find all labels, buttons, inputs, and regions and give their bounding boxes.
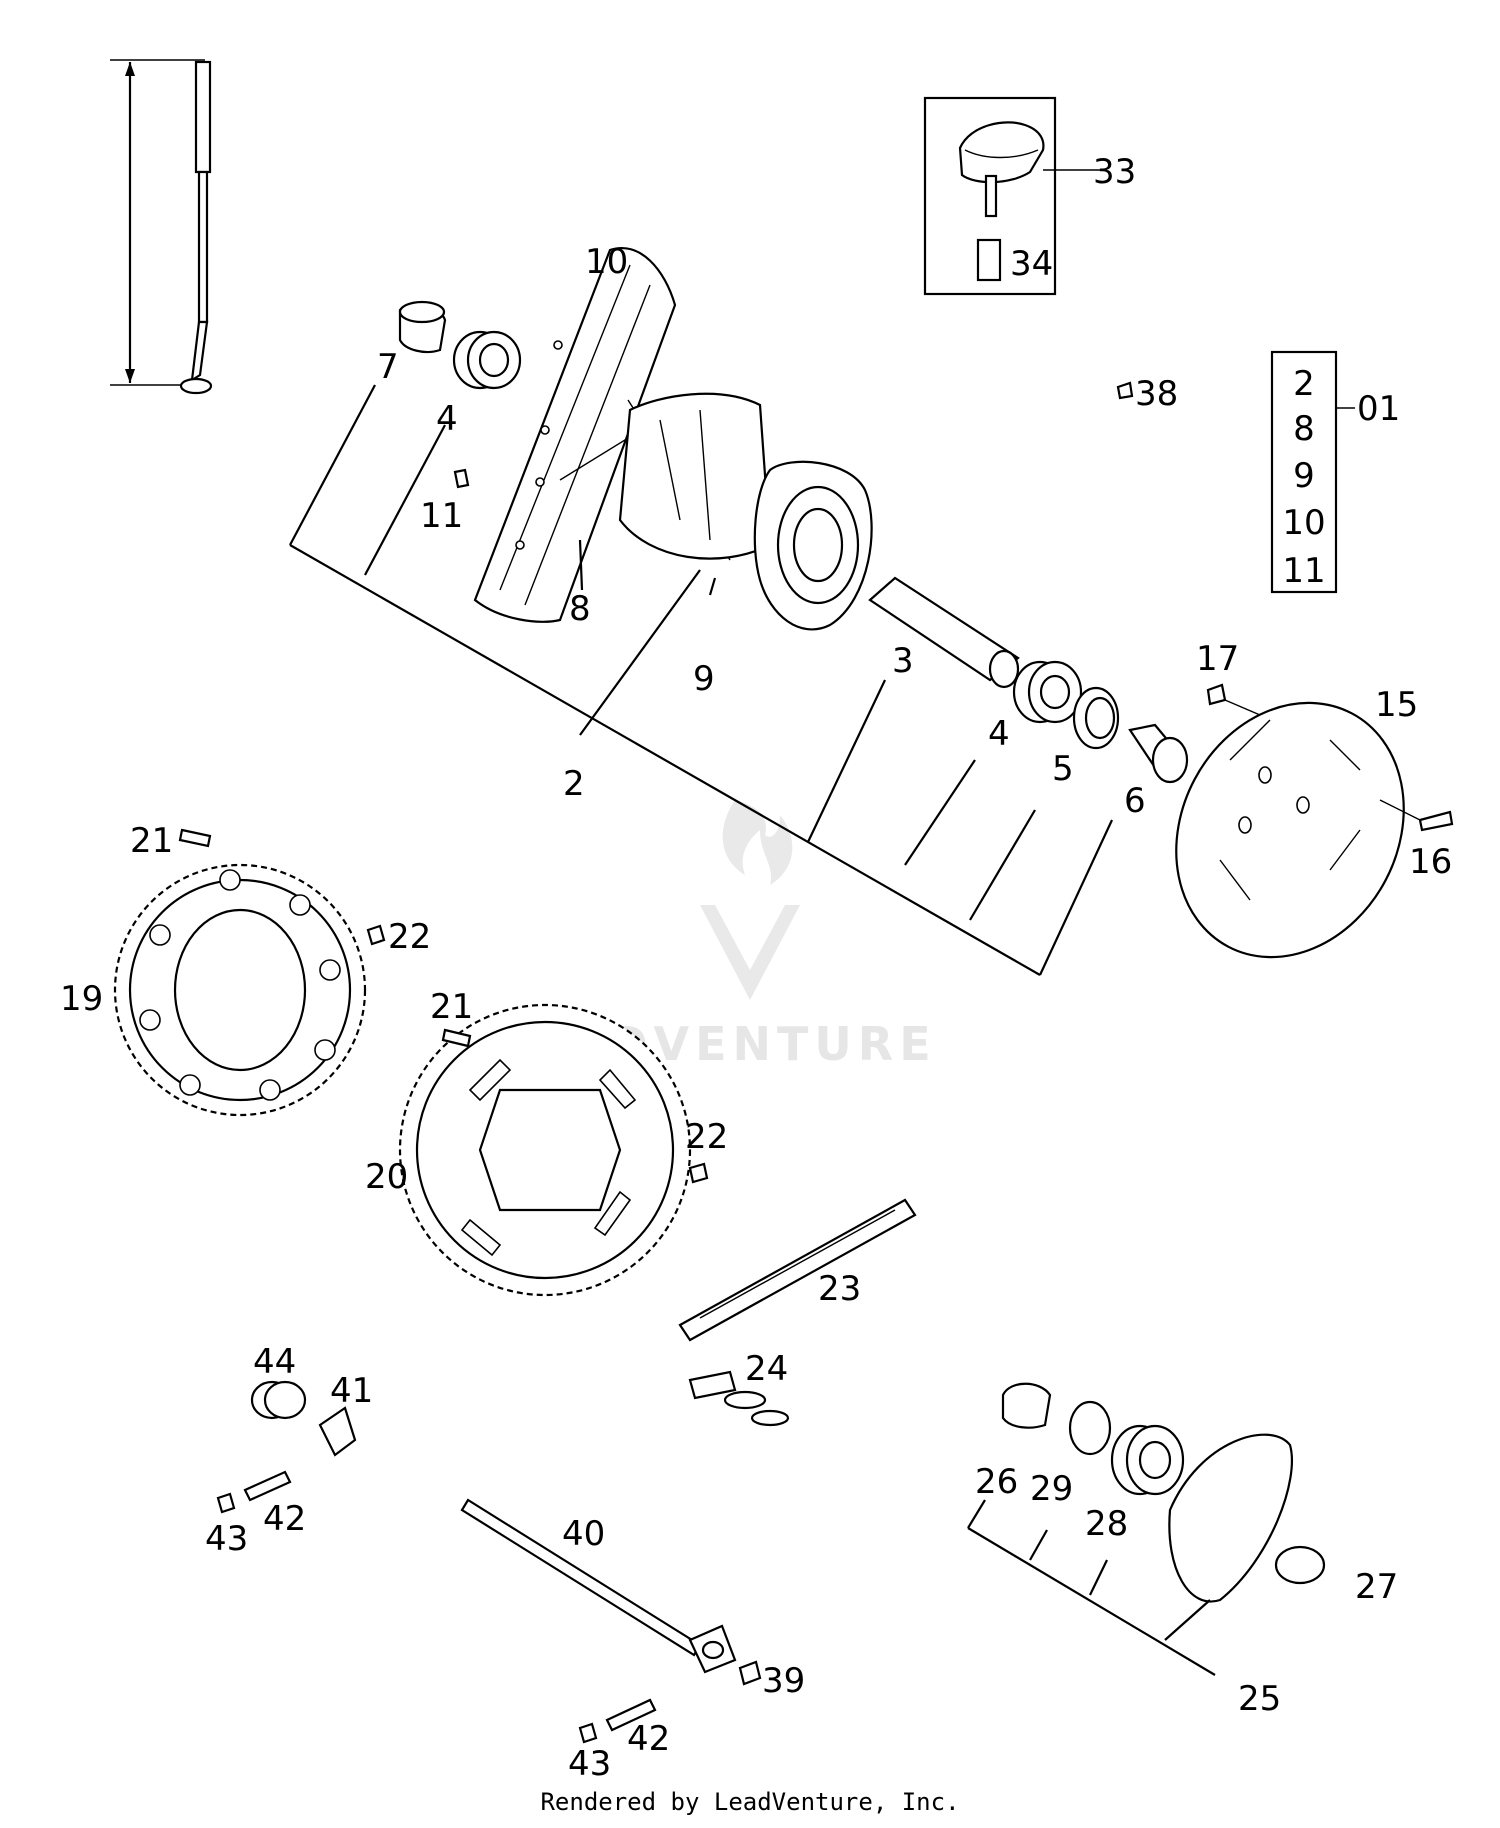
callout-41: 41 (330, 1371, 373, 1411)
kit-item-11: 11 (1282, 551, 1325, 591)
kit-item-10: 10 (1282, 503, 1325, 543)
kit-item-2: 2 (1293, 364, 1315, 404)
sprocket-19-drawing (113, 863, 367, 1117)
nut-43-top-drawing (216, 1492, 236, 1514)
callout-20: 20 (365, 1157, 408, 1197)
callout-40: 40 (562, 1514, 605, 1554)
callout-10: 10 (585, 242, 628, 282)
callout-33: 33 (1093, 152, 1136, 192)
footer-credit: Rendered by LeadVenture, Inc. (540, 1788, 960, 1816)
callout-4-top: 4 (436, 399, 458, 439)
callout-28: 28 (1085, 1504, 1128, 1544)
callout-3: 3 (892, 641, 914, 681)
callout-25: 25 (1238, 1679, 1281, 1719)
seal-5-drawing (1072, 686, 1120, 750)
hub-drawing (618, 392, 873, 631)
callout-5: 5 (1052, 749, 1074, 789)
spacer-tube-3-drawing (868, 576, 1020, 689)
bolt-21-bottom-drawing (441, 1028, 472, 1048)
callout-19: 19 (60, 979, 103, 1019)
callout-39: 39 (762, 1661, 805, 1701)
callout-23: 23 (818, 1269, 861, 1309)
callout-44: 44 (253, 1342, 296, 1382)
callout-6: 6 (1124, 781, 1146, 821)
nut-22-bottom-drawing (688, 1162, 709, 1184)
valve-group (923, 96, 1100, 296)
callout-22-top: 22 (388, 917, 431, 957)
chain-23-drawing (678, 1198, 917, 1342)
callout-24: 24 (745, 1349, 788, 1389)
callout-2: 2 (563, 764, 585, 804)
spoke-drawing (110, 59, 213, 395)
callout-42-bottom: 42 (627, 1719, 670, 1759)
adjuster-44-drawing (250, 1380, 307, 1420)
callout-01: 01 (1357, 389, 1400, 429)
kit-item-8: 8 (1293, 409, 1315, 449)
cap-39-drawing (738, 1660, 762, 1686)
callout-16: 16 (1409, 842, 1452, 882)
bearing-4-top-drawing (452, 330, 522, 390)
bolt-42-top-drawing (243, 1470, 292, 1502)
callout-43-bottom: 43 (568, 1744, 611, 1784)
callout-7: 7 (377, 347, 399, 387)
bearing-4-lower-drawing (1012, 660, 1083, 724)
kit-box: 2 8 9 10 11 (1270, 350, 1355, 594)
sprocket-20-drawing (398, 1003, 692, 1297)
axle-40-drawing (460, 1498, 737, 1674)
bolt-16-drawing (1418, 810, 1454, 832)
callout-26: 26 (975, 1462, 1018, 1502)
callout-17: 17 (1196, 639, 1239, 679)
leader-lines (289, 384, 1216, 1676)
nipple-11-drawing (453, 468, 470, 489)
callout-29: 29 (1030, 1469, 1073, 1509)
callout-8: 8 (569, 589, 591, 629)
callout-38: 38 (1135, 374, 1178, 414)
sprocket-carrier-25-drawing (1001, 1382, 1326, 1603)
callout-15: 15 (1375, 685, 1418, 725)
callout-22-bottom: 22 (685, 1117, 728, 1157)
callout-11: 11 (420, 496, 463, 536)
callout-42-top: 42 (263, 1499, 306, 1539)
nut-43-bottom-drawing (578, 1722, 598, 1744)
adjuster-41-drawing (318, 1406, 357, 1457)
callout-21-bottom: 21 (430, 987, 473, 1027)
kit-item-9: 9 (1293, 456, 1315, 496)
bolt-21-top-drawing (178, 828, 212, 848)
callout-21-top: 21 (130, 821, 173, 861)
callout-43-top: 43 (205, 1519, 248, 1559)
nut-22-top-drawing (366, 924, 386, 946)
bushing-7-drawing (398, 300, 447, 354)
brake-disc-drawing (1175, 701, 1405, 959)
callout-27: 27 (1355, 1567, 1398, 1607)
callout-9: 9 (693, 659, 715, 699)
callout-4-bottom: 4 (988, 714, 1010, 754)
bolt-42-bottom-drawing (605, 1698, 657, 1732)
nut-17-drawing (1206, 683, 1227, 706)
valve-nut-drawing (1116, 381, 1134, 400)
callout-34: 34 (1010, 244, 1053, 284)
spacer-6-drawing (1128, 723, 1189, 784)
callout-labels: 7 4 10 11 8 9 2 3 4 5 6 17 15 16 33 34 3… (60, 152, 1452, 1784)
chain-link-24-drawing (688, 1370, 790, 1427)
